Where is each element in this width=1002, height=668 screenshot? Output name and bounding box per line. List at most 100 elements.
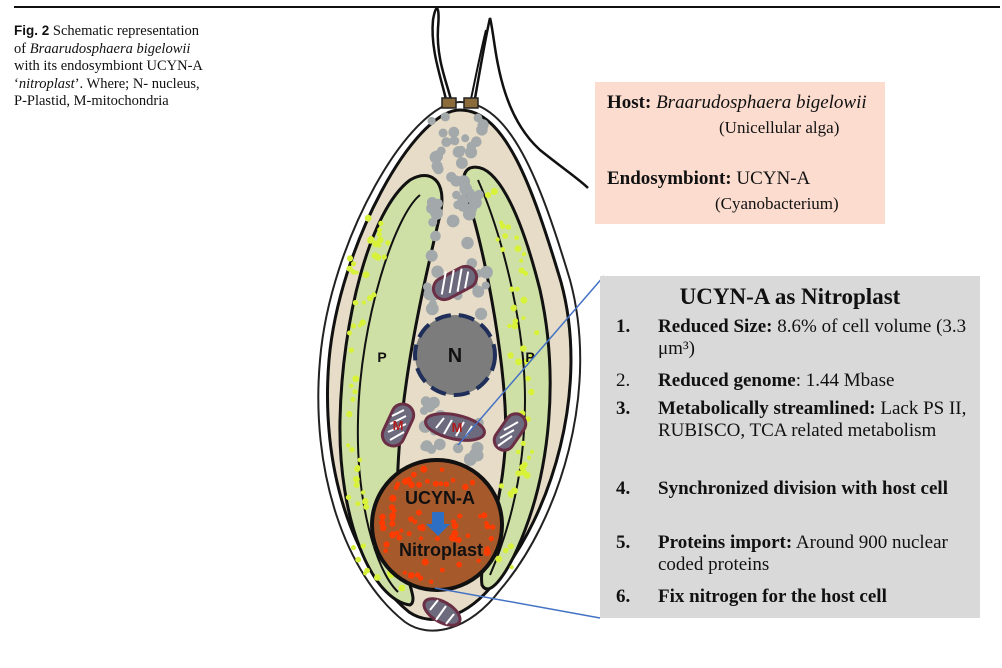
nitroplast-label: Nitroplast (399, 540, 483, 560)
endosymbiont-description: (Cyanobacterium) (715, 194, 839, 213)
item-number: 1. (616, 316, 631, 337)
dot (351, 323, 357, 329)
dot (418, 575, 424, 581)
dot (407, 572, 415, 579)
dot (348, 347, 354, 353)
dot (484, 192, 492, 199)
item-text: Fix nitrogen for the host cell (658, 586, 980, 608)
caption-of: of (14, 40, 30, 57)
item-text: Metabolically streamlined: Lack PS II, R… (658, 398, 980, 442)
dot (391, 508, 397, 513)
dot (346, 255, 354, 262)
dot (389, 494, 397, 502)
dot (527, 455, 531, 460)
dot (518, 267, 525, 274)
dot (425, 249, 438, 262)
item-number: 3. (616, 398, 631, 419)
dot (379, 513, 386, 521)
dot (402, 478, 409, 485)
dot (481, 281, 490, 290)
dot (425, 478, 430, 484)
host-line: Host: Braarudosphaera bigelowii (607, 92, 867, 114)
dot (383, 541, 390, 548)
dot (362, 271, 370, 279)
dot (457, 194, 470, 207)
plastid-right (462, 165, 552, 591)
ucyn-a-dots (378, 465, 496, 584)
dot (346, 410, 353, 418)
dot (354, 465, 361, 473)
nucleus-label: N (448, 345, 462, 367)
flagellum-right (472, 17, 589, 189)
dot (419, 406, 429, 415)
dot (450, 478, 456, 483)
dot (446, 214, 460, 228)
dot (408, 481, 415, 489)
dot (515, 358, 522, 366)
dot (521, 251, 527, 257)
dot (439, 467, 445, 472)
item-rest: : 1.44 Mbase (795, 370, 895, 391)
dot (520, 296, 528, 304)
dot (352, 300, 359, 306)
dot (500, 223, 506, 229)
dot (416, 509, 422, 516)
dot (471, 136, 482, 147)
item-bold: Synchronized division with host cell (658, 478, 948, 499)
dot (509, 286, 515, 292)
plastid-label-left: P (377, 349, 386, 365)
dot (520, 468, 527, 476)
dot (488, 535, 494, 542)
host-label: Host: (607, 92, 652, 113)
dot (481, 512, 488, 519)
dot (507, 323, 512, 329)
dot (351, 545, 356, 551)
caption-line-5: P-Plastid, M-mitochondria (14, 93, 169, 109)
dot (376, 231, 382, 237)
dot (349, 383, 354, 388)
dot (406, 531, 412, 537)
dot (355, 501, 361, 507)
dot (433, 163, 444, 175)
mitochondrion-left (380, 402, 416, 448)
dot (509, 565, 514, 570)
item-number: 5. (616, 532, 631, 553)
dot (431, 265, 444, 278)
dot (360, 543, 366, 549)
dot (364, 214, 372, 222)
dot (475, 307, 488, 320)
flagellar-base-right (463, 97, 479, 109)
dot (456, 561, 463, 568)
dot (408, 516, 414, 522)
dot (420, 442, 429, 451)
dot (514, 235, 520, 241)
plastid-left-inner (356, 194, 421, 593)
dot (511, 322, 519, 330)
down-arrow-icon (426, 512, 450, 536)
item-number: 2. (616, 370, 631, 391)
ucyn-a-label: UCYN-A (405, 488, 475, 508)
host-info-box: Host: Braarudosphaera bigelowii (Unicell… (595, 82, 885, 224)
dot (389, 531, 396, 539)
dot (419, 525, 426, 532)
dot (534, 330, 540, 336)
dot (476, 558, 481, 563)
dot (355, 556, 362, 563)
dot (443, 481, 450, 487)
dot (426, 197, 438, 208)
dot (451, 519, 457, 525)
dot (495, 237, 500, 242)
dot (429, 151, 443, 164)
leader-line-top (457, 275, 605, 446)
dot (412, 472, 417, 477)
dot (419, 536, 424, 541)
dot (495, 555, 503, 563)
dot (457, 513, 463, 519)
dot (377, 243, 382, 248)
item-rest: Lack PS II, RUBISCO, TCA related metabol… (658, 398, 967, 441)
dot (424, 398, 436, 410)
dot (452, 146, 465, 158)
caption-quote-rest: ’. Where; N- nucleus, (74, 75, 200, 92)
dot (448, 126, 460, 138)
